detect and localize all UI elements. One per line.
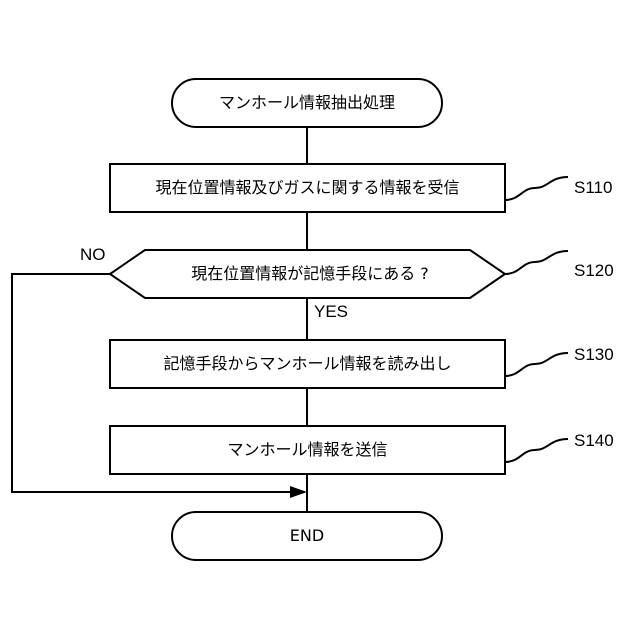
s130-id: S130 [574, 345, 614, 365]
no-branch-label: NO [80, 245, 106, 265]
s120-leader [505, 251, 568, 274]
s120-label: 現在位置情報が記憶手段にある ? [130, 264, 490, 284]
s130-label: 記憶手段からマンホール情報を読み出し [110, 354, 505, 374]
s110-leader [505, 177, 568, 200]
s130-leader [505, 353, 568, 376]
s140-id: S140 [574, 431, 614, 451]
end-label: END [172, 526, 442, 546]
s110-label: 現在位置情報及びガスに関する情報を受信 [110, 178, 505, 198]
start-label: マンホール情報抽出処理 [172, 93, 442, 113]
s140-leader [505, 439, 568, 462]
no-branch-arrowhead [290, 486, 307, 498]
yes-branch-label: YES [314, 302, 348, 322]
s140-label: マンホール情報を送信 [110, 440, 505, 460]
s120-id: S120 [574, 261, 614, 281]
s110-id: S110 [574, 178, 612, 198]
